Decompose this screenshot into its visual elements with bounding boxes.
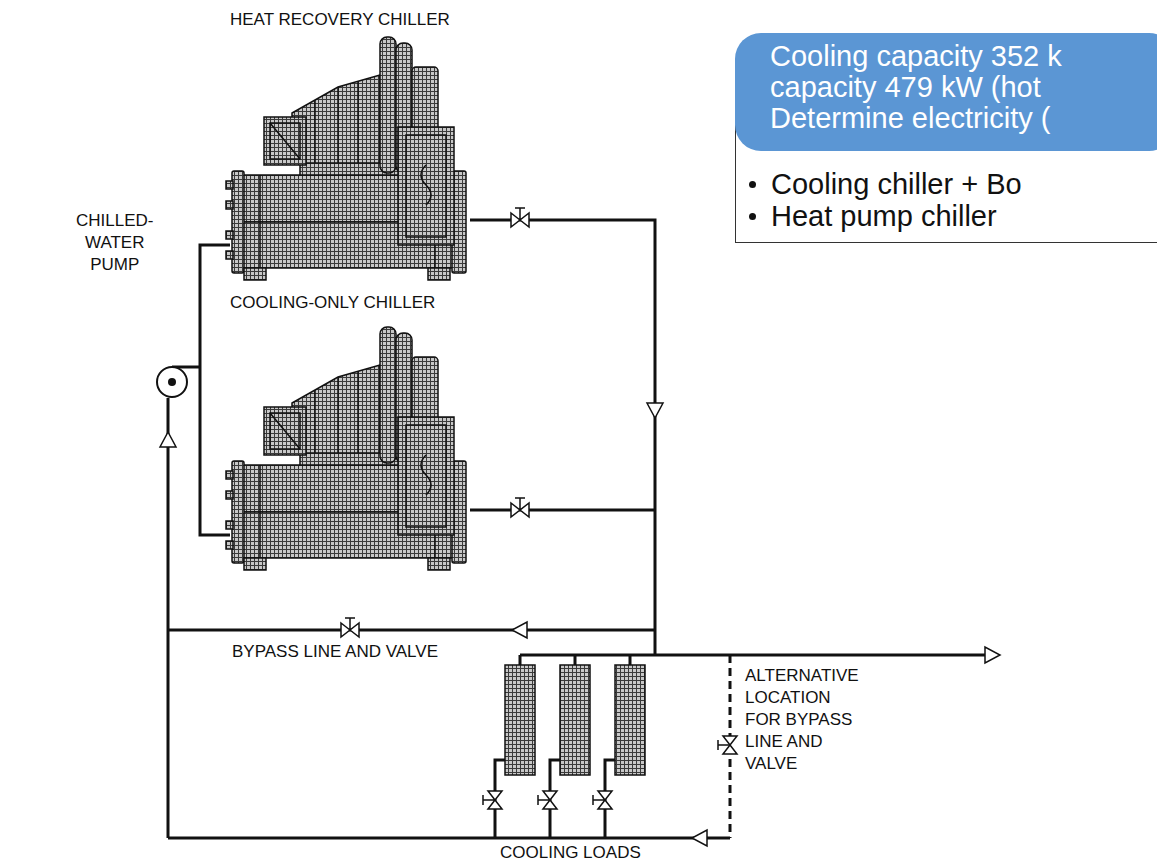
valves (511, 208, 529, 227)
part-name: HEAT RECOVERY CHILLER (230, 10, 450, 30)
valves (341, 618, 359, 637)
pipes (520, 654, 985, 657)
pipes (168, 220, 985, 838)
part-name: CHILLED- WATER PUMP (76, 210, 153, 276)
flow-arrows (985, 647, 1000, 663)
cooling-load-coils (505, 665, 645, 775)
pipes (520, 655, 630, 665)
pump-symbol (157, 367, 187, 397)
flow-arrows (647, 403, 663, 418)
callout-text: Cooling capacity 352 k capacity 479 kW (… (770, 41, 1110, 134)
cooling-load-coils (615, 665, 645, 775)
bullet-item: Cooling chiller + Bo (771, 168, 1157, 200)
valves (483, 791, 502, 809)
pump-symbol (168, 378, 176, 386)
bullet-item: Heat pump chiller (771, 200, 1157, 232)
flow-arrows (512, 622, 527, 638)
chiller-illustrations (226, 37, 466, 570)
part-name: COOLING-ONLY CHILLER (230, 293, 435, 313)
flow-arrows (160, 432, 176, 447)
valves (538, 791, 557, 809)
part-name: COOLING LOADS (500, 843, 641, 863)
valves (718, 736, 737, 754)
cooling-load-coils (505, 665, 535, 775)
pipes (167, 398, 170, 838)
heat-recovery-chiller (226, 37, 466, 280)
cooling-only-chiller (226, 327, 466, 570)
valves (593, 791, 612, 809)
pipes (470, 220, 655, 655)
note-text: ALTERNATIVE LOCATION FOR BYPASS LINE AND… (745, 665, 869, 775)
callout-box: Cooling capacity 352 k capacity 479 kW (… (735, 33, 1157, 151)
cooling-load-coils (560, 665, 590, 775)
flow-arrows (160, 403, 1000, 846)
pipes (470, 509, 655, 512)
flow-arrows (692, 830, 707, 846)
pump-symbol (157, 367, 187, 397)
pipes (200, 245, 230, 535)
pipes (168, 837, 730, 840)
pipes (168, 629, 655, 632)
valves (511, 498, 529, 517)
part-name: BYPASS LINE AND VALVE (232, 642, 438, 662)
